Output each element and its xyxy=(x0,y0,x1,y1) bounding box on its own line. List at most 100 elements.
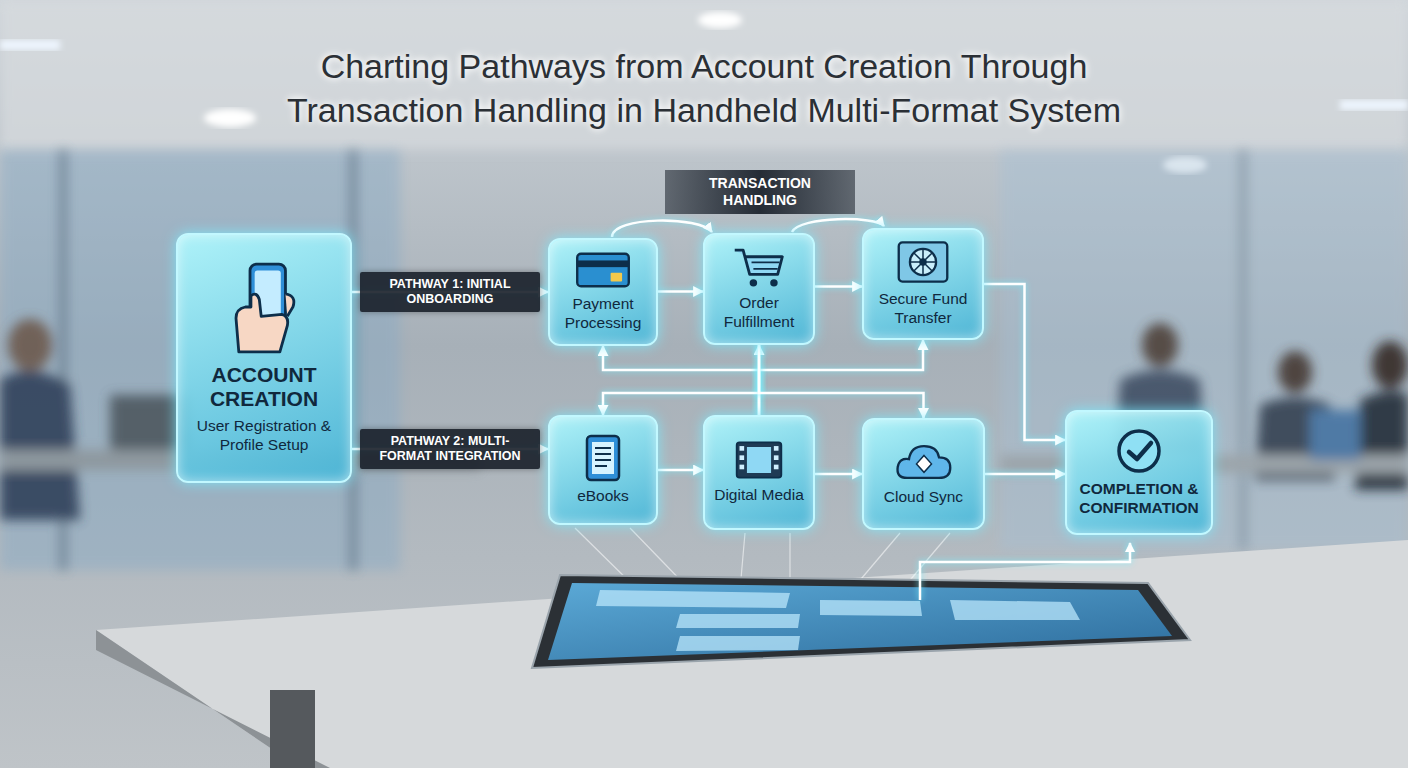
vault-icon xyxy=(895,238,951,286)
graphic-part xyxy=(1240,150,1246,550)
graphic-part xyxy=(1129,443,1151,459)
graphic-part xyxy=(916,455,931,472)
flow-arrow xyxy=(815,285,862,288)
graphic-part xyxy=(1119,431,1159,471)
node-label: Secure Fund Transfer xyxy=(872,290,974,328)
flow-arrow xyxy=(985,473,1065,476)
process-box: Order Fulfillment xyxy=(703,233,815,345)
node-icon xyxy=(733,438,785,482)
format-box: Digital Media xyxy=(703,415,815,530)
graphic-part xyxy=(737,442,782,477)
graphic-part xyxy=(0,0,1408,150)
graphic-part xyxy=(8,319,52,371)
graphic-part xyxy=(740,455,745,460)
graphic-part xyxy=(285,294,293,316)
graphic-part xyxy=(676,614,800,628)
graphic-part xyxy=(910,249,936,275)
node-icon xyxy=(574,249,632,291)
node-label: Cloud Sync xyxy=(884,488,963,507)
card-icon xyxy=(574,249,632,291)
node-label: ACCOUNT CREATION xyxy=(186,363,342,411)
graphic-part xyxy=(1142,323,1178,367)
pathway-label: PATHWAY 1: INITIAL ONBOARDING xyxy=(360,272,540,312)
graphic-part xyxy=(270,690,315,768)
graphic-part xyxy=(740,446,779,469)
flow-arrow xyxy=(759,345,924,418)
flow-arrow xyxy=(658,469,703,472)
phone-hand-icon xyxy=(222,259,306,355)
diagram-title: Charting Pathways from Account Creation … xyxy=(234,44,1174,132)
process-box: Secure Fund Transfer xyxy=(862,228,984,340)
graphic-part xyxy=(204,109,256,127)
graphic-part xyxy=(774,465,779,470)
graphic-part xyxy=(1310,410,1360,460)
graphic-part xyxy=(750,279,757,286)
graphic-part xyxy=(950,600,1080,620)
format-box: eBooks xyxy=(548,415,658,525)
graphic-part xyxy=(0,150,1408,570)
check-icon xyxy=(1114,426,1164,476)
graphic-part xyxy=(612,221,712,237)
graphic-part xyxy=(0,371,80,520)
flow-arrow xyxy=(759,340,923,415)
node-label: Payment Processing xyxy=(558,295,648,333)
start-box: ACCOUNT CREATION User Registration & Prof… xyxy=(176,233,352,483)
graphic-part xyxy=(236,294,288,352)
node-label: eBooks xyxy=(577,487,629,506)
flow-arrow xyxy=(984,284,1065,440)
graphic-part xyxy=(595,448,611,466)
graphic-part xyxy=(897,446,950,478)
graphic-part xyxy=(740,446,745,451)
graphic-part xyxy=(1355,391,1408,490)
graphic-part xyxy=(1000,150,1408,550)
node-icon xyxy=(1114,426,1164,476)
node-icon xyxy=(731,244,787,290)
cart-icon xyxy=(731,244,787,290)
graphic-part xyxy=(96,630,330,768)
graphic-part xyxy=(735,250,783,274)
node-label: Digital Media xyxy=(714,486,804,505)
graphic-part xyxy=(752,262,780,269)
graphic-part xyxy=(920,543,1130,600)
graphic-part xyxy=(698,12,742,28)
node-icon xyxy=(895,238,951,286)
title-area: Charting Pathways from Account Creation … xyxy=(0,44,1408,132)
node-label: Order Fulfillment xyxy=(713,294,805,332)
graphic-part xyxy=(1372,341,1408,389)
ebook-icon xyxy=(583,433,623,483)
node-label: COMPLETION & CONFIRMATION xyxy=(1075,480,1203,518)
graphic-part xyxy=(774,455,779,460)
process-box: Payment Processing xyxy=(548,238,658,346)
graphic-part xyxy=(899,242,948,281)
flow-arrow xyxy=(815,473,862,476)
graphic-part xyxy=(96,540,1408,768)
node-icon xyxy=(894,440,954,484)
graphic-part xyxy=(577,254,629,286)
end-box: COMPLETION & CONFIRMATION xyxy=(1065,410,1213,535)
graphic-part xyxy=(820,600,922,616)
section-ribbon: TRANSACTION HANDLING xyxy=(665,170,855,214)
node-subtitle: User Registration & Profile Setup xyxy=(186,417,342,455)
graphic-part xyxy=(548,583,1172,660)
node-icon xyxy=(583,433,623,483)
graphic-part xyxy=(587,436,619,480)
pathway-label: PATHWAY 2: MULTI-FORMAT INTEGRATION xyxy=(360,429,540,469)
cloud-icon xyxy=(894,440,954,484)
graphic-part xyxy=(774,446,779,451)
graphic-part xyxy=(611,273,622,282)
flow-arrow xyxy=(658,290,703,293)
flow-arrow xyxy=(603,345,759,415)
media-icon xyxy=(733,438,785,482)
node-icon xyxy=(222,259,306,355)
graphic-part xyxy=(577,261,629,268)
graphic-part xyxy=(1278,351,1312,393)
graphic-part xyxy=(596,590,1080,651)
graphic-part xyxy=(770,279,777,286)
flow-arrow xyxy=(603,346,759,415)
graphic-part xyxy=(1340,100,1408,110)
graphic-part xyxy=(676,636,800,651)
graphic-part xyxy=(0,150,400,570)
graphic-part xyxy=(532,575,1190,668)
